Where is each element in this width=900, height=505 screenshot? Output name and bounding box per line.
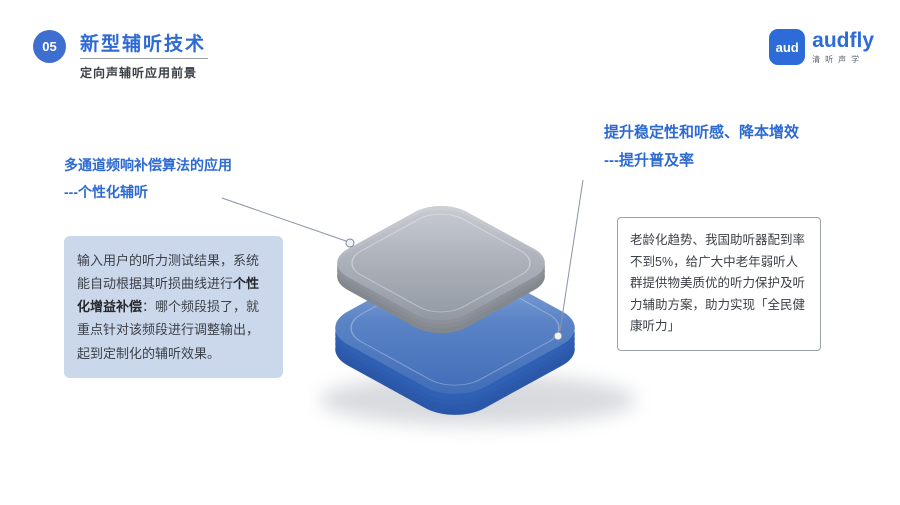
page-subtitle: 定向声辅听应用前景: [80, 66, 198, 80]
left-callout-heading: 多通道频响补偿算法的应用 ---个性化辅听: [64, 152, 232, 207]
left-connector-line: [221, 197, 347, 242]
audfly-logo-text: audfly 清听声学: [812, 29, 874, 65]
right-callout-box: 老龄化趋势、我国助听器配到率不到5%，给广大中老年弱听人群提供物美质优的听力保护…: [617, 217, 821, 351]
left-connector-dot: [345, 238, 355, 248]
right-box-text: 老龄化趋势、我国助听器配到率不到5%，给广大中老年弱听人群提供物美质优的听力保护…: [630, 233, 806, 333]
right-callout-heading-line2: ---提升普及率: [604, 151, 694, 169]
logo-brand-name: audfly: [812, 29, 874, 52]
right-callout-heading: 提升稳定性和听感、降本增效 ---提升普及率: [604, 119, 799, 175]
left-box-text-pre: 输入用户的听力测试结果，系统能自动根据其听损曲线进行: [77, 253, 260, 292]
audfly-logo-icon: aud: [769, 29, 806, 65]
left-callout-box: 输入用户的听力测试结果，系统能自动根据其听损曲线进行个性化增益补偿：哪个频段损了…: [64, 236, 283, 378]
logo-tagline: 清听声学: [812, 55, 865, 65]
left-callout-heading-line2: ---个性化辅听: [64, 184, 148, 201]
left-box-text-post: ：哪个频段损了，就重点针对该频段进行调整输出，起到定制化的辅听效果。: [77, 299, 260, 361]
left-callout-heading-line1: 多通道频响补偿算法的应用: [64, 157, 232, 173]
right-callout-heading-line1: 提升稳定性和听感、降本增效: [604, 124, 800, 141]
page-title: 新型辅听技术: [80, 34, 207, 55]
slide-number-badge: 05: [33, 30, 66, 63]
audfly-logo: aud audfly 清听声学: [769, 29, 874, 65]
right-connector-dot: [553, 331, 563, 341]
title-divider: [80, 58, 208, 59]
right-connector-line: [559, 179, 584, 332]
left-box-text-bold: 个性化增益补偿: [77, 276, 260, 315]
